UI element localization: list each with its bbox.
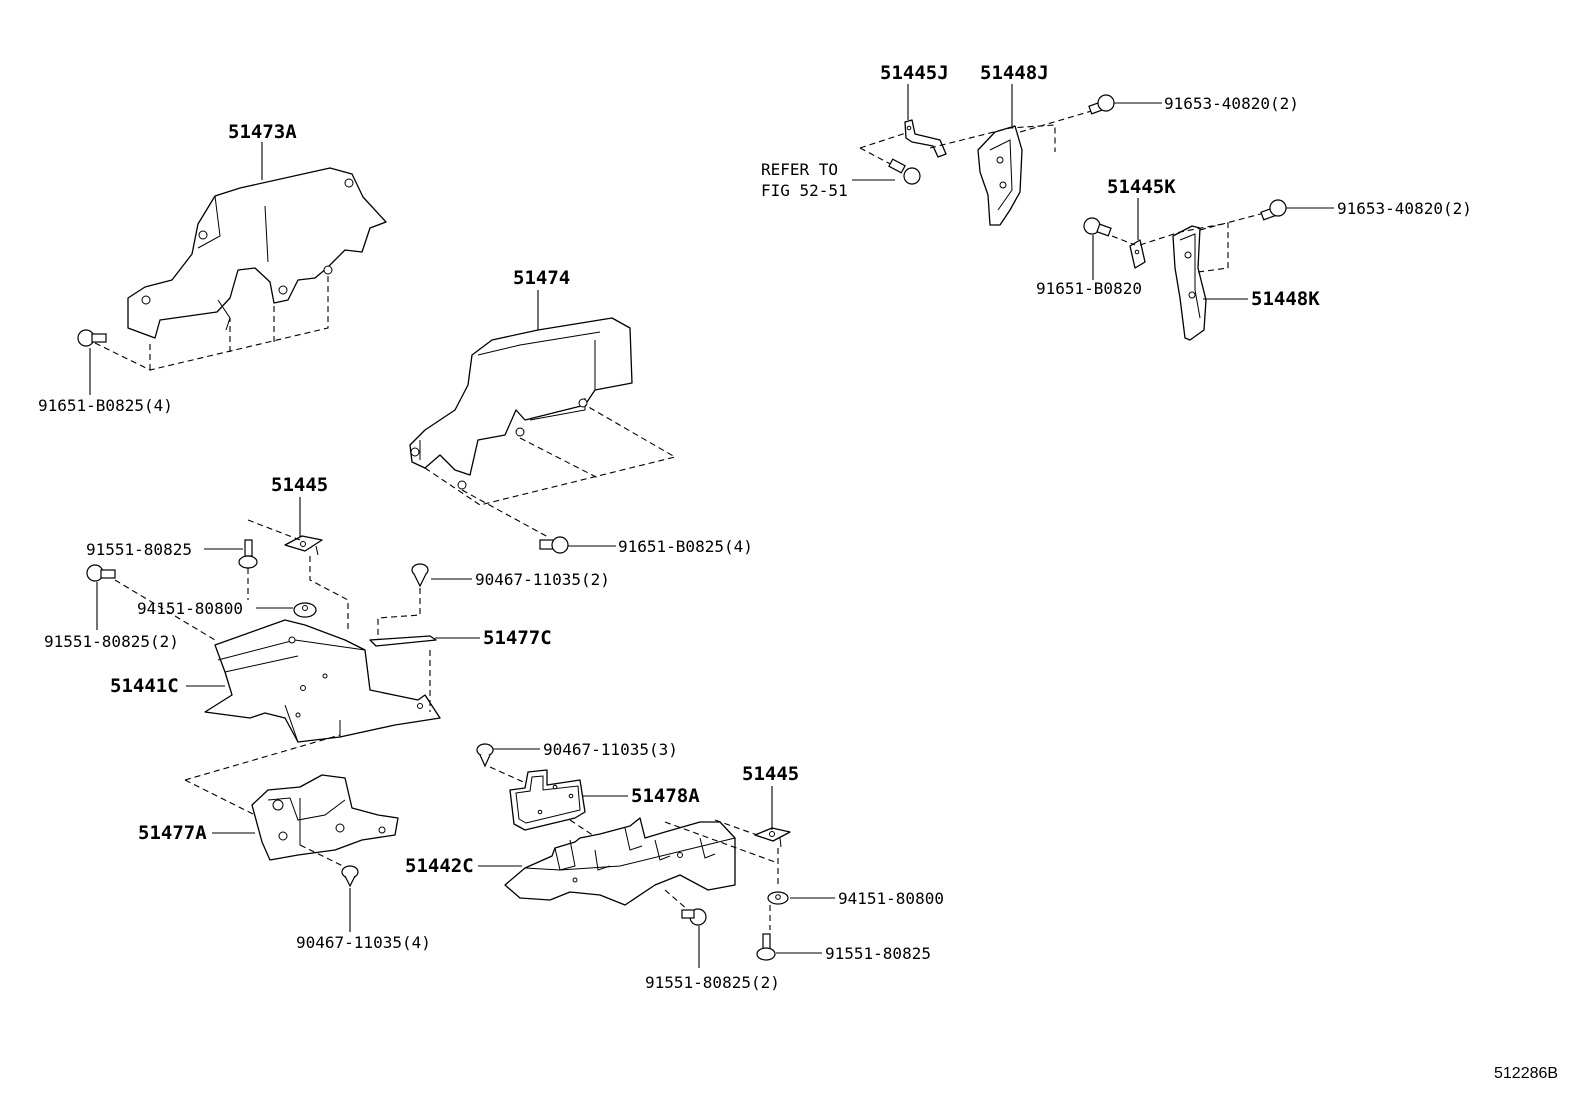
label-51448K: 51448K [1251,288,1320,310]
label-90467-11035-3: 90467-11035(3) [543,740,678,759]
label-51448J: 51448J [980,62,1049,84]
bolt-91551-80825-b[interactable] [756,933,776,961]
part-51445J[interactable] [904,119,947,158]
bolt-91653-40820-b[interactable] [1260,199,1287,221]
bolt-91651-B0825-b[interactable] [539,536,569,554]
label-51441C: 51441C [110,675,179,697]
label-51478A: 51478A [631,785,700,807]
label-91551-80825-a: 91551-80825 [86,540,192,559]
part-51477C[interactable] [369,635,437,647]
part-51478A[interactable] [509,769,586,831]
part-51442C[interactable] [504,817,736,906]
clip-90467-11035-4[interactable] [341,865,359,888]
label-94151-80800-a: 94151-80800 [137,599,243,618]
label-51445-a: 51445 [271,474,328,496]
refer-fig-text: FIG 52-51 [761,181,848,200]
label-91651-B0825-4-a: 91651-B0825(4) [38,396,173,415]
part-51473A[interactable] [127,167,387,339]
label-51442C: 51442C [405,855,474,877]
diagram-code: 512286B [1494,1065,1558,1082]
clip-90467-11035-2[interactable] [411,563,429,588]
bolt-91651-B0825-a[interactable] [77,329,107,347]
label-91651-B0820: 91651-B0820 [1036,279,1142,298]
part-51448J[interactable] [977,125,1023,226]
label-51477C: 51477C [483,627,552,649]
bolt-refer-fig[interactable] [888,158,921,185]
bolt-91551-80825-a[interactable] [238,539,258,569]
label-51473A: 51473A [228,121,297,143]
label-51445J: 51445J [880,62,949,84]
label-51474: 51474 [513,267,570,289]
part-51445K[interactable] [1129,239,1146,269]
bolt-91653-40820-a[interactable] [1088,94,1115,115]
refer-to-text: REFER TO [761,160,838,179]
label-91551-80825-2-a: 91551-80825(2) [44,632,179,651]
part-51445-a[interactable] [284,535,323,556]
label-91551-80825-b: 91551-80825 [825,944,931,963]
label-51445K: 51445K [1107,176,1176,198]
label-51445-b: 51445 [742,763,799,785]
bolt-91551-80825-2-b[interactable] [681,908,707,926]
clip-90467-11035-3[interactable] [476,743,494,768]
label-94151-80800-b: 94151-80800 [838,889,944,908]
part-51477A[interactable] [251,774,399,861]
label-90467-11035-2: 90467-11035(2) [475,570,610,589]
bolt-91651-B0820[interactable] [1083,217,1112,237]
nut-94151-80800-b[interactable] [767,891,789,905]
bolt-91551-80825-2-a[interactable] [86,564,116,582]
label-91651-B0825-4-b: 91651-B0825(4) [618,537,753,556]
part-51474[interactable] [409,317,633,490]
label-91551-80825-2-b: 91551-80825(2) [645,973,780,992]
label-90467-11035-4: 90467-11035(4) [296,933,431,952]
label-91653-40820-2-a: 91653-40820(2) [1164,94,1299,113]
part-51445-b[interactable] [754,827,791,848]
label-91653-40820-2-b: 91653-40820(2) [1337,199,1472,218]
part-51441C[interactable] [204,619,441,743]
part-51448K[interactable] [1172,225,1207,341]
nut-94151-80800-a[interactable] [293,602,317,618]
label-51477A: 51477A [138,822,207,844]
